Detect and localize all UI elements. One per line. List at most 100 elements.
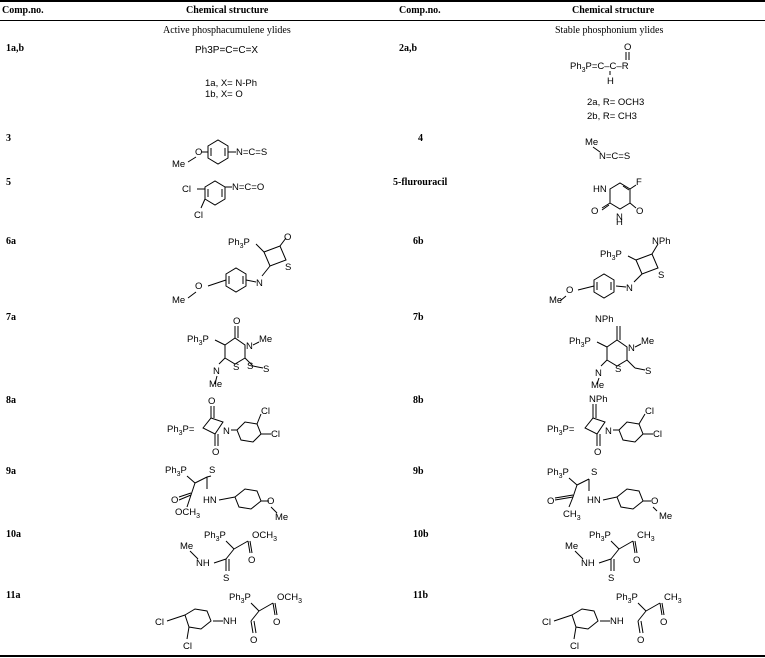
top-rule xyxy=(0,0,765,2)
svg-text:NPh: NPh xyxy=(652,236,670,247)
svg-text:F: F xyxy=(636,177,642,188)
svg-text:HN: HN xyxy=(593,184,607,195)
svg-text:NH: NH xyxy=(610,616,624,627)
svg-text:O: O xyxy=(624,42,631,53)
svg-text:CH3: CH3 xyxy=(637,530,655,543)
svg-text:NH: NH xyxy=(223,616,237,627)
svg-text:N: N xyxy=(213,366,220,377)
comp-no-7a: 7a xyxy=(6,312,16,323)
structure-5: Cl Cl N=C=O xyxy=(182,180,264,221)
structure-9b: Ph3P S O CH3 HN O Me xyxy=(547,467,672,522)
svg-text:Cl: Cl xyxy=(194,210,203,221)
structure-3: O Me N=C=S xyxy=(172,139,267,170)
svg-text:Cl: Cl xyxy=(645,406,654,417)
svg-text:S: S xyxy=(591,467,597,478)
svg-text:OCH3: OCH3 xyxy=(252,530,277,543)
svg-text:N: N xyxy=(595,368,602,379)
section-right: Stable phosphonium ylides xyxy=(555,25,664,36)
structure-10a: Ph3P OCH3 O Me NH S xyxy=(180,530,277,584)
svg-text:Ph3P: Ph3P xyxy=(204,530,226,543)
svg-text:O: O xyxy=(636,206,643,217)
structure-2ab: Ph3P=C–C–R O H xyxy=(570,42,631,87)
svg-text:CH3: CH3 xyxy=(664,592,682,605)
svg-text:O: O xyxy=(250,635,257,646)
svg-text:N=C=S: N=C=S xyxy=(599,151,630,162)
svg-text:O: O xyxy=(594,447,601,458)
header-structure-left: Chemical structure xyxy=(186,5,269,16)
svg-text:Ph3P: Ph3P xyxy=(229,592,251,605)
svg-text:N: N xyxy=(605,426,612,437)
svg-text:HN: HN xyxy=(587,495,601,506)
svg-text:Me: Me xyxy=(172,295,185,306)
svg-text:Ph3P: Ph3P xyxy=(547,467,569,480)
svg-text:Cl: Cl xyxy=(570,641,579,652)
svg-text:N: N xyxy=(223,426,230,437)
svg-text:S: S xyxy=(263,364,269,375)
svg-text:N: N xyxy=(626,283,633,294)
svg-text:NH: NH xyxy=(581,558,595,569)
structure-2b-label: 2b, R= CH3 xyxy=(587,111,637,122)
svg-text:S: S xyxy=(615,364,621,375)
structure-11b: Ph3P CH3 O O NH Cl Cl xyxy=(542,592,682,652)
svg-text:Me: Me xyxy=(591,380,604,391)
comp-no-2ab: 2a,b xyxy=(399,43,418,54)
svg-text:Ph3P: Ph3P xyxy=(589,530,611,543)
svg-text:O: O xyxy=(212,447,219,458)
svg-text:OCH3: OCH3 xyxy=(277,592,302,605)
svg-text:Cl: Cl xyxy=(271,429,280,440)
structure-9a: Ph3P S O OCH3 HN O Me xyxy=(165,465,288,523)
header-structure-right: Chemical structure xyxy=(572,5,655,16)
svg-text:Ph3P: Ph3P xyxy=(228,237,250,250)
svg-text:O: O xyxy=(591,206,598,217)
svg-text:N=C=S: N=C=S xyxy=(236,147,267,158)
structure-1a-label: 1a, X= N-Ph xyxy=(205,78,258,89)
svg-text:O: O xyxy=(233,316,240,327)
svg-text:Me: Me xyxy=(259,334,272,345)
svg-text:Ph3P: Ph3P xyxy=(600,249,622,262)
svg-text:Me: Me xyxy=(549,295,562,306)
svg-text:S: S xyxy=(285,262,291,273)
structure-1b-label: 1b, X= O xyxy=(205,89,243,100)
svg-text:O: O xyxy=(566,285,573,296)
svg-text:Me: Me xyxy=(585,137,598,148)
svg-text:Me: Me xyxy=(180,541,193,552)
comp-no-8a: 8a xyxy=(6,395,16,406)
svg-text:O: O xyxy=(651,496,658,507)
svg-text:Ph3P: Ph3P xyxy=(165,465,187,478)
svg-text:Cl: Cl xyxy=(653,429,662,440)
svg-text:O: O xyxy=(547,496,554,507)
svg-text:O: O xyxy=(171,495,178,506)
structure-1-formula: Ph3P=C=C=X xyxy=(195,45,259,56)
comp-no-5: 5 xyxy=(6,177,11,188)
svg-text:Ph3P=C–C–R: Ph3P=C–C–R xyxy=(570,61,629,74)
comp-no-6b: 6b xyxy=(413,236,424,247)
structure-6a: Ph3P O S N O Me xyxy=(172,232,291,306)
svg-text:Ph3P: Ph3P xyxy=(569,336,591,349)
svg-text:S: S xyxy=(223,573,229,584)
bottom-rule xyxy=(0,655,765,657)
svg-text:S: S xyxy=(608,573,614,584)
comp-no-10a: 10a xyxy=(6,529,21,540)
structure-10b: Ph3P CH3 O Me NH S xyxy=(565,530,655,584)
svg-text:Me: Me xyxy=(565,541,578,552)
svg-text:S: S xyxy=(233,362,239,373)
comp-no-9a: 9a xyxy=(6,466,16,477)
svg-text:Cl: Cl xyxy=(182,184,191,195)
structure-8a: Ph3P= O O N Cl Cl xyxy=(167,396,280,458)
structure-5-fluorouracil: F HN O O NH xyxy=(591,177,643,228)
svg-text:N: N xyxy=(256,278,263,289)
comp-no-3: 3 xyxy=(6,133,11,144)
svg-text:N: N xyxy=(246,341,253,352)
comp-no-8b: 8b xyxy=(413,395,424,406)
svg-text:O: O xyxy=(284,232,291,243)
comp-no-11b: 11b xyxy=(413,590,429,601)
structure-7a: Ph3P O N Me S S S N Me xyxy=(187,316,272,390)
svg-text:O: O xyxy=(273,617,280,628)
comp-no-1ab: 1a,b xyxy=(6,43,25,54)
svg-text:S: S xyxy=(658,270,664,281)
svg-text:S: S xyxy=(645,366,651,377)
comp-no-10b: 10b xyxy=(413,529,429,540)
comp-no-7b: 7b xyxy=(413,312,424,323)
svg-text:N=C=O: N=C=O xyxy=(232,182,264,193)
